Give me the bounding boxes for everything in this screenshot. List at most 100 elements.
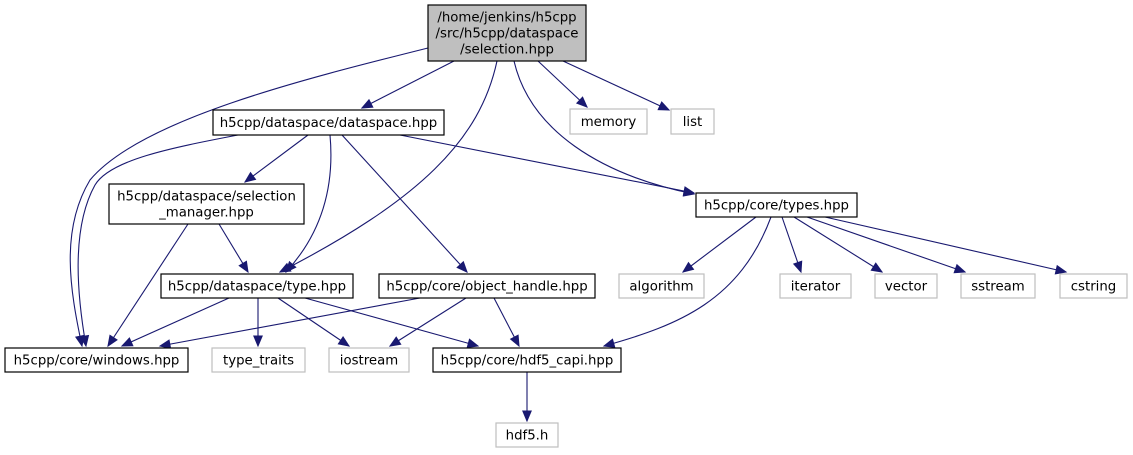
node-label: h5cpp/core/windows.hpp: [14, 354, 180, 369]
node-hdf5-capi[interactable]: h5cpp/core/hdf5_capi.hpp: [432, 347, 622, 373]
arrowhead-icon: [657, 101, 671, 111]
arrowhead-icon: [243, 171, 257, 183]
edge-types-to-hdf5_capi: [602, 216, 772, 348]
node-box: [670, 108, 715, 135]
node-sstream: sstream: [960, 273, 1036, 299]
arrowhead-icon: [682, 186, 696, 196]
edge-line: [682, 216, 757, 273]
node-label: iostream: [340, 354, 398, 369]
node-label: /selection.hpp: [460, 43, 554, 58]
edge-line: [121, 297, 230, 347]
edge-dataspace-to-selection_manager: [243, 134, 309, 183]
edge-dataspace-to-object_handle: [341, 134, 468, 273]
arrowhead-icon: [522, 410, 532, 423]
edge-line: [341, 134, 468, 273]
node-hdf5h: hdf5.h: [495, 422, 559, 448]
edge-line: [279, 60, 498, 273]
node-label: h5cpp/core/object_handle.hpp: [386, 280, 587, 295]
node-label: iterator: [791, 280, 841, 295]
node-box: [211, 347, 306, 373]
node-types[interactable]: h5cpp/core/types.hpp: [695, 192, 858, 218]
node-box: [427, 4, 587, 62]
arrowhead-icon: [360, 98, 374, 109]
node-vector: vector: [874, 273, 938, 299]
arrowhead-icon: [388, 336, 402, 347]
arrowhead-icon: [456, 260, 468, 273]
node-label: h5cpp/dataspace/dataspace.hpp: [220, 116, 438, 131]
edge-line: [793, 216, 883, 273]
node-label: type_traits: [223, 354, 294, 369]
arrowhead-icon: [285, 260, 297, 273]
edge-types-to-vector: [793, 216, 884, 273]
edge-type-to-hdf5_capi: [304, 297, 480, 348]
edge-line: [69, 47, 429, 347]
arrowhead-icon: [79, 334, 90, 348]
node-box: [874, 273, 938, 299]
edge-selection_manager-to-type: [218, 223, 249, 274]
edge-type-to-windows: [120, 297, 230, 347]
node-object-handle[interactable]: h5cpp/core/object_handle.hpp: [378, 273, 596, 299]
node-box: [1059, 273, 1128, 299]
arrowhead-icon: [107, 334, 118, 348]
node-label: vector: [885, 280, 928, 295]
node-memory: memory: [569, 108, 648, 135]
node-label: /src/h5cpp/dataspace: [436, 27, 579, 42]
node-type-traits: type_traits: [211, 347, 306, 373]
arrowhead-icon: [870, 262, 884, 273]
edge-selection-to-list: [562, 60, 671, 111]
edge-types-to-algorithm: [681, 216, 757, 273]
node-dataspace[interactable]: h5cpp/dataspace/dataspace.hpp: [212, 109, 445, 136]
node-label: algorithm: [629, 280, 693, 295]
node-list: list: [670, 108, 715, 135]
edges-layer: [69, 47, 1068, 423]
node-cstring: cstring: [1059, 273, 1128, 299]
edge-type-to-type_traits: [253, 298, 263, 348]
edge-line: [77, 134, 239, 347]
arrowhead-icon: [575, 96, 588, 108]
arrowhead-icon: [158, 339, 172, 349]
node-selection[interactable]: /home/jenkins/h5cpp/src/h5cpp/dataspace/…: [427, 4, 587, 62]
edge-selection_manager-to-windows: [107, 223, 189, 348]
edge-object_handle-to-hdf5_capi: [493, 297, 520, 348]
edge-line: [107, 223, 189, 347]
node-label: list: [683, 115, 703, 130]
node-selection-manager[interactable]: h5cpp/dataspace/selection_manager.hpp: [108, 183, 305, 225]
node-box: [495, 422, 559, 448]
edge-types-to-sstream: [806, 216, 967, 274]
node-box: [779, 273, 852, 299]
node-label: cstring: [1071, 280, 1116, 295]
arrowhead-icon: [681, 261, 695, 273]
arrowhead-icon: [509, 334, 520, 348]
node-label: sstream: [971, 280, 1025, 295]
edge-line: [603, 216, 772, 347]
node-label: memory: [581, 115, 637, 130]
edge-types-to-iterator: [781, 216, 803, 274]
edge-line: [304, 297, 479, 347]
edge-line: [513, 60, 695, 195]
node-type[interactable]: h5cpp/dataspace/type.hpp: [160, 273, 354, 299]
arrowhead-icon: [337, 336, 351, 347]
edge-line: [399, 134, 695, 194]
edge-object_handle-to-iostream: [388, 297, 467, 347]
edge-line: [824, 216, 1067, 273]
node-box: [328, 347, 410, 373]
edge-types-to-cstring: [824, 216, 1068, 275]
node-algorithm: algorithm: [618, 273, 705, 299]
node-label: h5cpp/dataspace/type.hpp: [168, 280, 346, 295]
arrowhead-icon: [238, 260, 249, 274]
node-label: /home/jenkins/h5cpp: [437, 11, 576, 26]
edge-selection-to-memory: [537, 60, 588, 108]
edge-line: [562, 60, 670, 111]
edge-dataspace-to-types: [399, 134, 696, 196]
edge-dataspace-to-type: [285, 134, 332, 273]
edge-line: [159, 297, 421, 347]
node-box: [960, 273, 1036, 299]
arrowhead-icon: [466, 338, 480, 348]
edge-line: [806, 216, 966, 273]
node-windows[interactable]: h5cpp/core/windows.hpp: [4, 347, 189, 373]
edge-object_handle-to-windows: [158, 297, 421, 349]
node-box: [569, 108, 648, 135]
arrowhead-icon: [120, 337, 134, 347]
node-label: h5cpp/dataspace/selection: [117, 190, 296, 205]
